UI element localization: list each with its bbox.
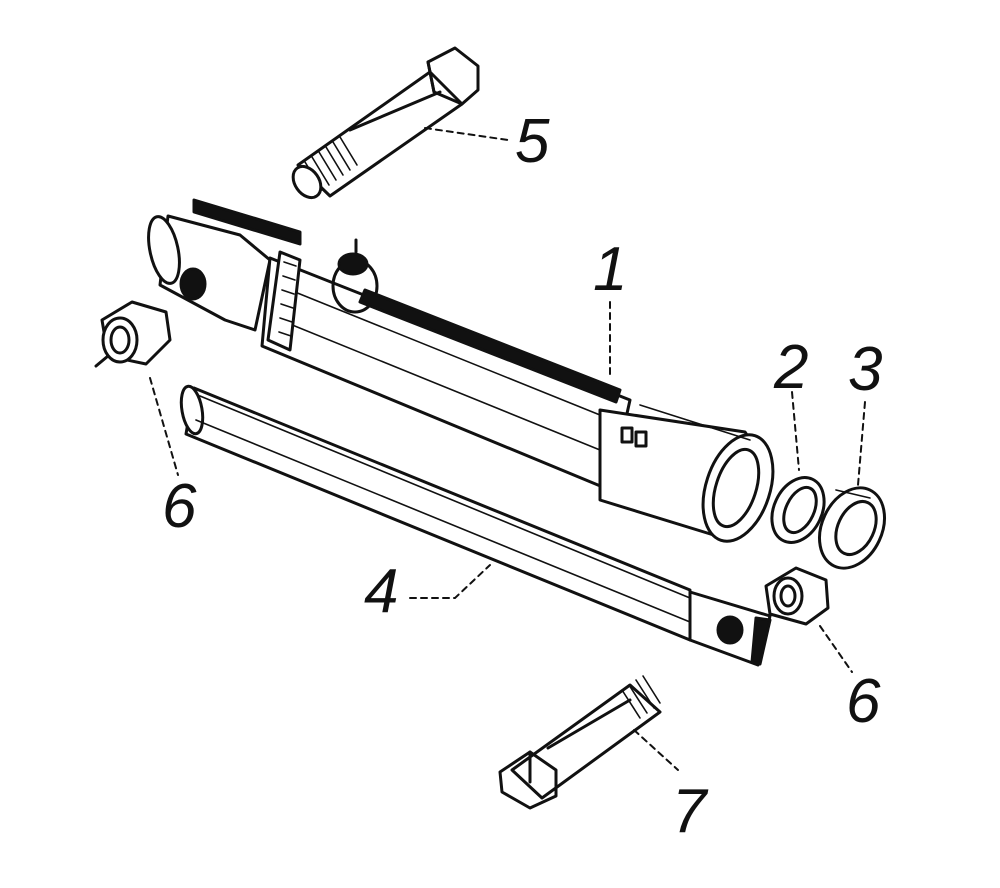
callout-4: 4 — [364, 557, 399, 626]
callout-2: 2 — [773, 333, 809, 402]
callout-3: 3 — [848, 335, 883, 404]
hex-nut-right — [764, 566, 830, 626]
callout-labels: 5 1 2 3 4 6 6 7 — [162, 107, 883, 846]
bolt-lower — [498, 675, 662, 810]
cylinder-body — [147, 198, 775, 543]
hex-nut-left — [94, 300, 172, 368]
callout-1: 1 — [593, 235, 628, 304]
leader-lines — [149, 127, 866, 771]
callout-6-right: 6 — [846, 667, 881, 736]
piston-rod — [179, 384, 772, 667]
callout-6-left: 6 — [162, 472, 197, 541]
callout-7: 7 — [672, 777, 709, 846]
ring-nut-3 — [818, 486, 886, 570]
callout-5: 5 — [515, 107, 550, 176]
bolt-upper — [291, 46, 480, 200]
ring-2 — [770, 476, 826, 544]
